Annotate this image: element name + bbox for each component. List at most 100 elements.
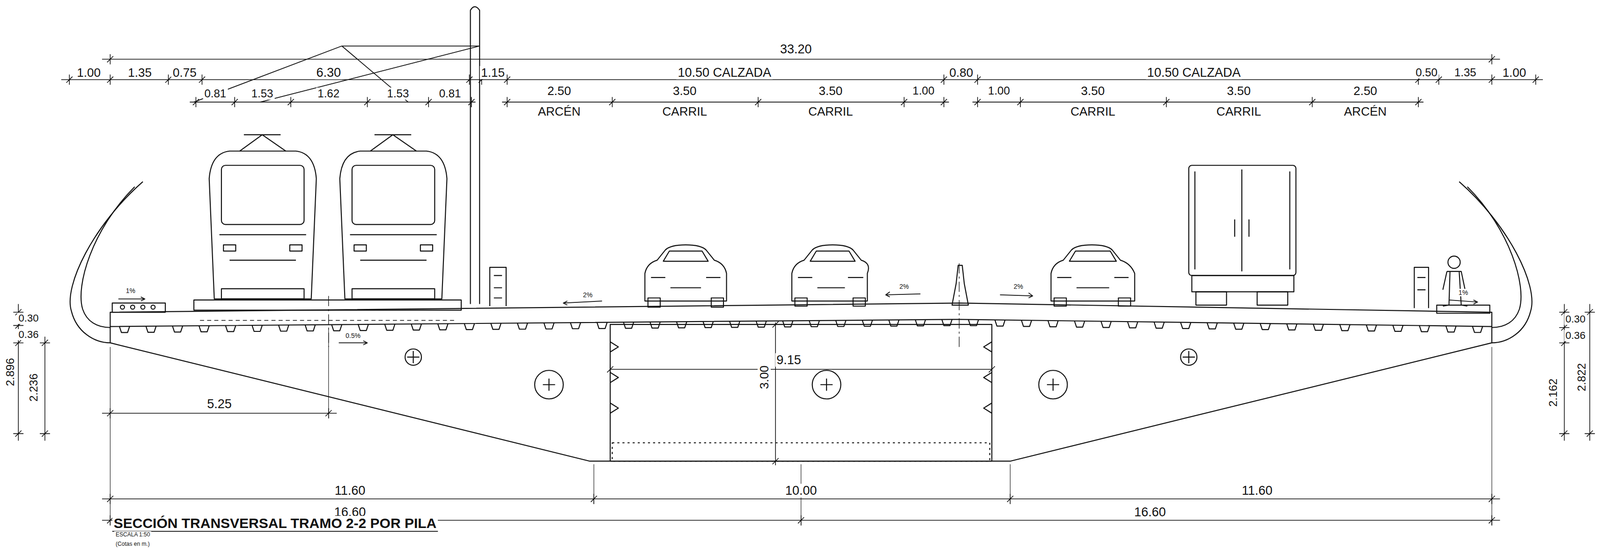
rib [464,323,475,330]
rib [702,321,714,328]
dimension-lines [13,54,1595,526]
lane-label: CARRIL [661,104,709,118]
title-underline [112,530,439,532]
dimension-label: 1.35 [126,66,154,80]
rib [862,320,873,327]
rib [251,325,263,332]
dimension-label: 1.53 [385,87,411,100]
rib [384,324,396,331]
rib [1074,321,1085,328]
rib [835,320,847,327]
box-notches [610,341,992,414]
dimension-label: 0.50 [1414,66,1439,79]
rib [358,324,369,331]
dimension-label: 1.00 [1501,66,1528,80]
box-bottom-slab [612,442,990,462]
barrier [489,267,507,307]
rib [437,324,449,331]
rib [1154,322,1165,329]
dimension-label: 0.80 [948,66,975,80]
car [791,244,869,307]
dimension-label: 2.822 [1575,361,1588,393]
dimension-label: 10.50 CALZADA [676,65,773,80]
dimension-label: 1.00 [911,84,937,97]
rib [1180,322,1191,329]
lane-label: CARRIL [1215,104,1263,118]
dimension-label: 1.35 [1452,66,1478,79]
rib [119,326,130,333]
rib [1339,324,1350,331]
rib [1021,320,1032,327]
rib [278,324,289,332]
extension-line [1491,346,1492,526]
dimension-label: 2.50 [1351,84,1379,98]
extension-line [328,328,329,419]
rib [544,323,555,330]
dimension-line [39,336,51,441]
rib [782,320,793,327]
tram-platform [193,300,462,311]
rib [570,322,581,329]
rib [756,321,767,328]
dimension-label: 0.36 [17,329,41,341]
hole-cross [407,351,1195,391]
slope-label: 2% [898,282,911,291]
fairing [1467,186,1522,328]
dimension-label: 2.162 [1547,377,1560,409]
fairing [81,186,135,328]
truck [1188,165,1297,306]
dimension-label: 0.36 [1563,330,1587,342]
dimension-label: 0.81 [202,87,228,100]
dimension-label: 5.25 [205,397,234,411]
rib [1207,323,1218,330]
slope-label: 1% [1457,288,1470,297]
dimension-label: 10.50 CALZADA [1145,65,1243,80]
dimension-label: 3.50 [1225,84,1253,98]
barrier [1414,267,1429,309]
rib [199,325,210,332]
rib [331,324,342,331]
dimension-label: 0.30 [17,312,41,325]
dimension-label: 10.00 [783,484,819,498]
extension-line [110,346,111,526]
slope-arrow [118,291,1478,345]
rib [1100,321,1112,328]
platform-dash [199,320,458,321]
dimension-label: 3.50 [1079,84,1107,98]
rib [597,322,608,329]
rib [968,319,979,326]
rib [1047,320,1059,327]
dimension-label: 2.50 [545,84,573,98]
dimension-label: 1.00 [986,84,1012,97]
fairing [70,181,143,343]
fairing [1459,181,1532,343]
box-girder [610,324,992,462]
lane-label: ARCÉN [1342,104,1388,118]
slab-underside [110,319,1492,327]
rib [225,325,236,332]
dimension-label: 3.50 [671,84,699,98]
tram [209,134,317,300]
rib [941,319,952,326]
rib [676,321,687,328]
dimension-label: 6.30 [314,65,343,80]
dimension-label: 9.15 [774,353,803,368]
rib [1286,324,1298,331]
dimension-label: 16.60 [1132,505,1168,519]
dimension-label: 0.30 [1563,313,1587,325]
dimension-label: 0.75 [171,66,199,80]
dimension-line [61,74,1543,85]
dimension-label: 2.236 [27,372,40,404]
rib [623,322,634,329]
rib [1233,323,1245,330]
lane-label: ARCÉN [536,104,583,118]
rib [490,323,502,330]
rib [146,326,157,333]
rib [1127,321,1138,328]
extension-line [1010,464,1011,505]
car [644,244,727,308]
dimension-label: 1.62 [316,87,341,100]
slope-label: 0.5% [344,331,362,340]
dimension-line [770,321,781,466]
